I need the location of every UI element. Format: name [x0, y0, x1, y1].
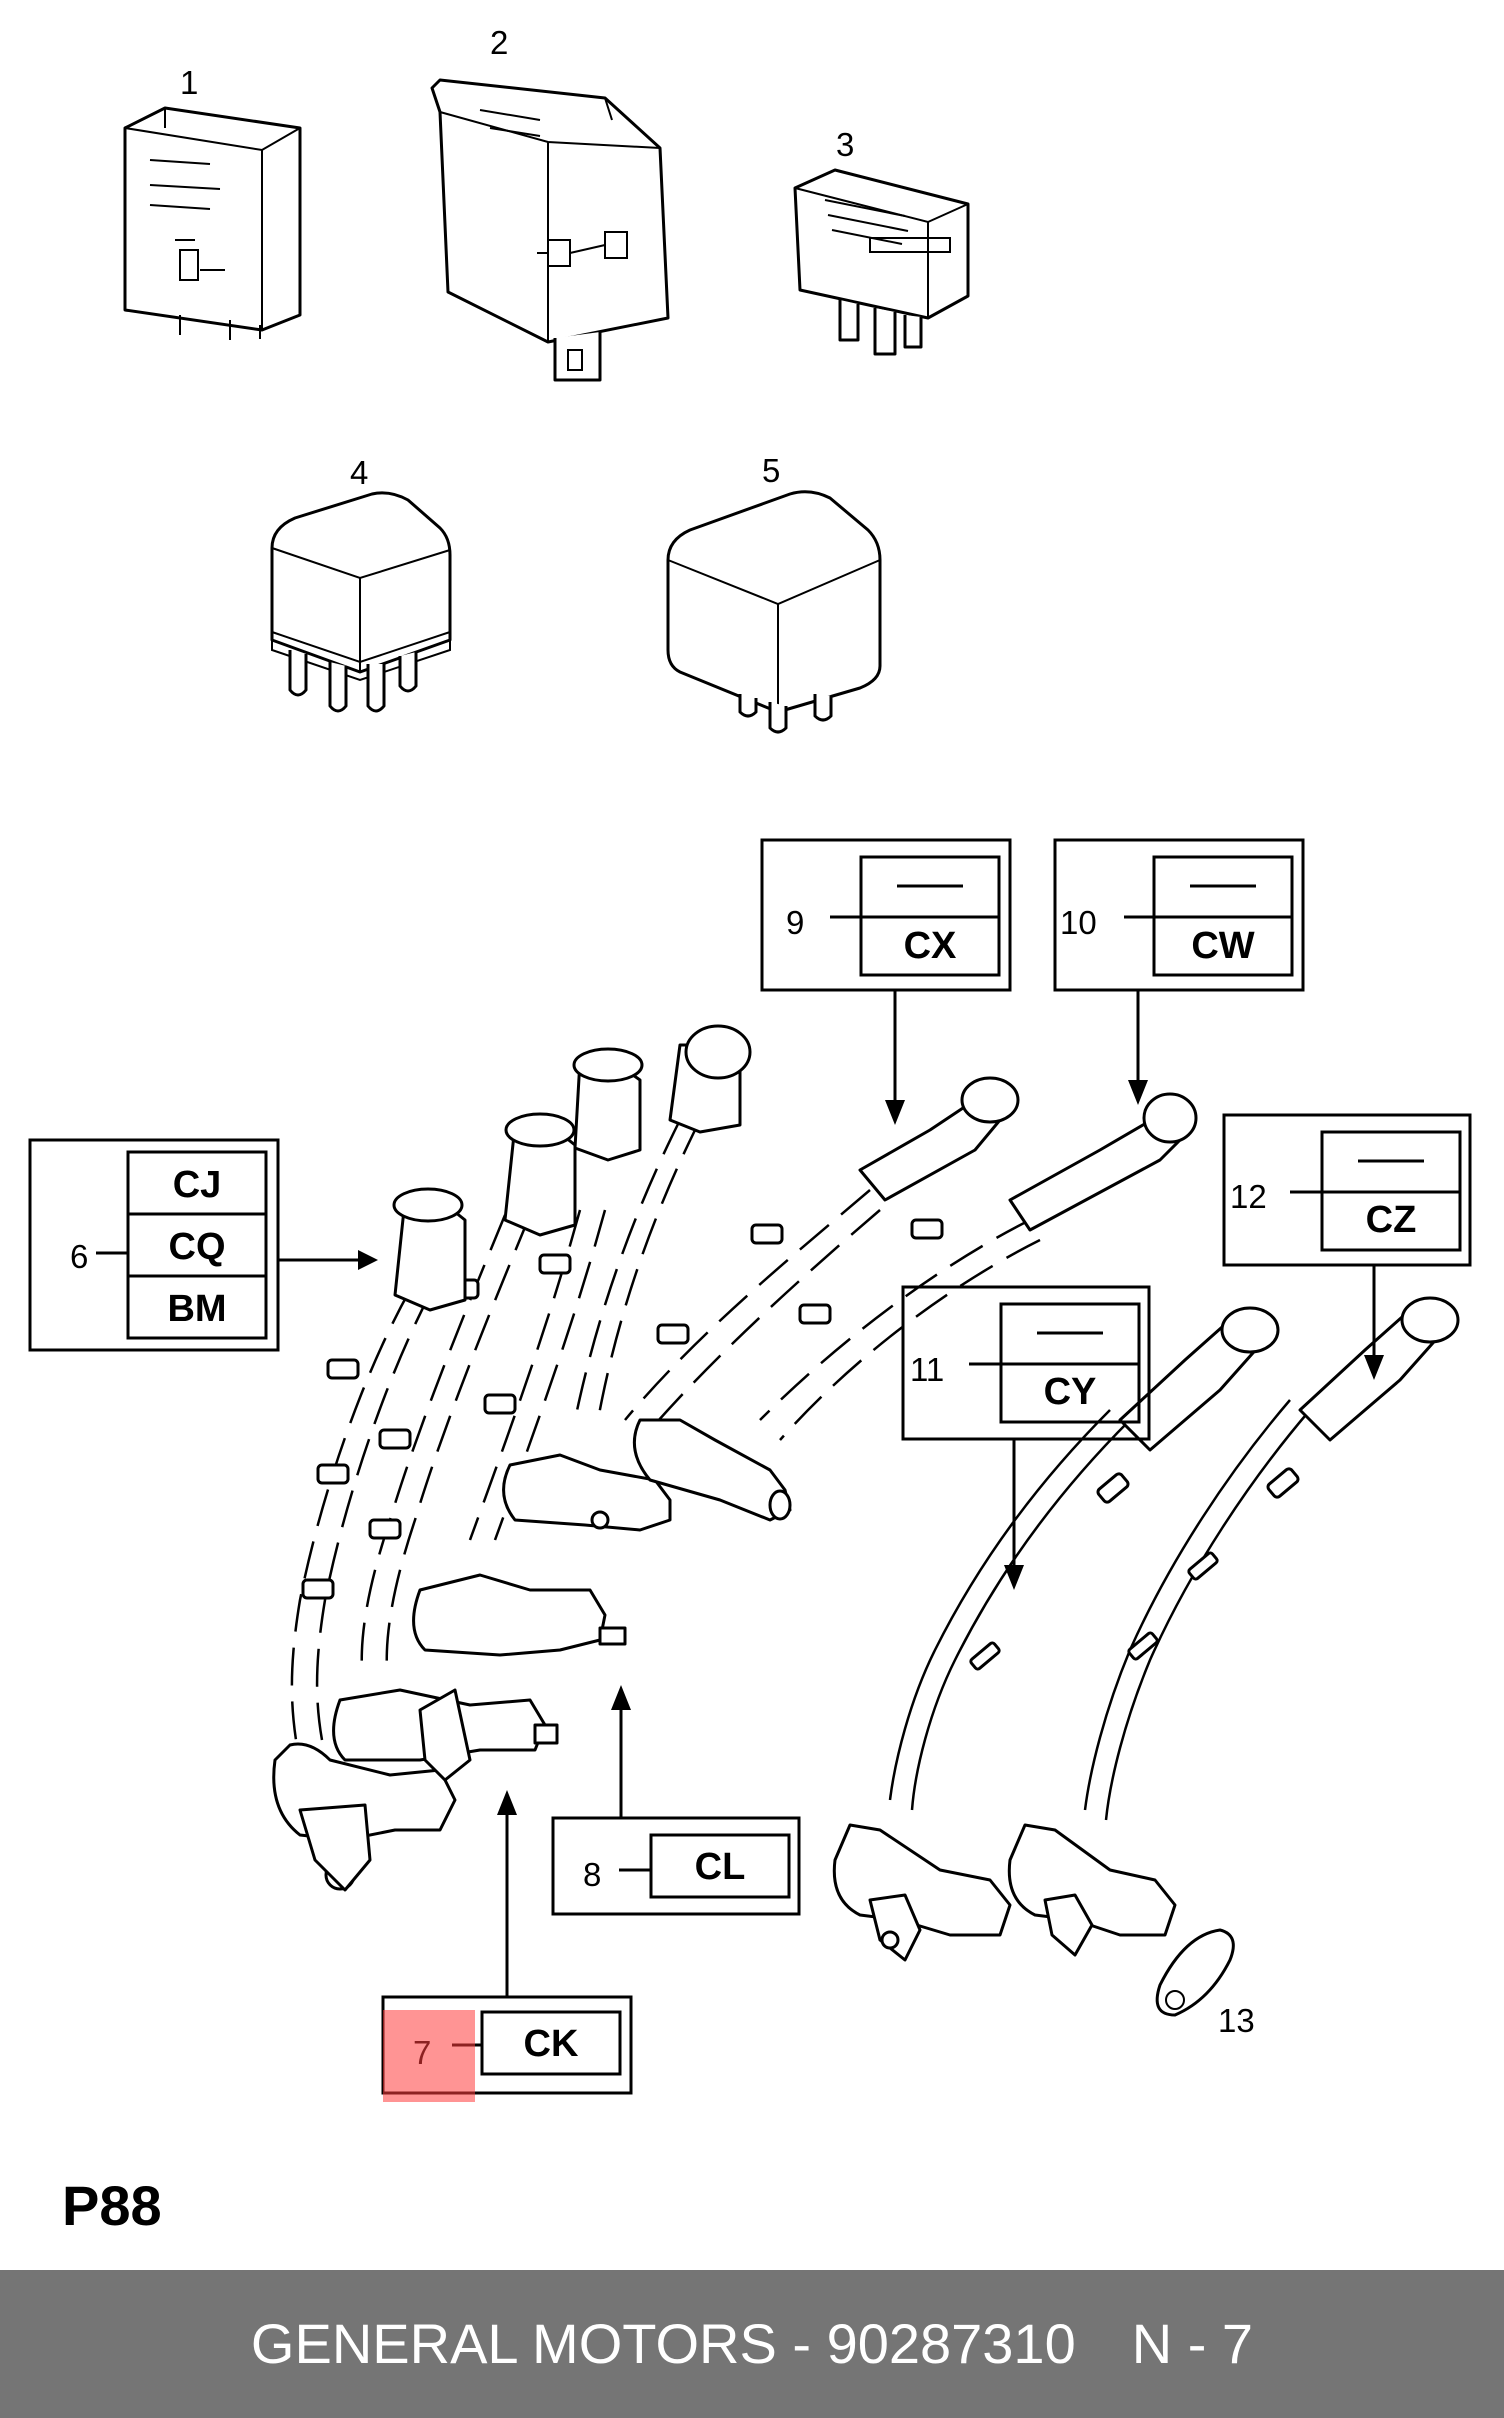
callout-7-code: CK [524, 2023, 579, 2065]
footer-page: N - 7 [1131, 2312, 1254, 2375]
footer-bar: GENERAL MOTORS - 90287310 N - 7 [0, 2270, 1504, 2418]
callout-6: CJ CQ BM [28, 1138, 378, 1352]
callout-6-code-2: CQ [169, 1226, 226, 1268]
callout-8-code: CL [695, 1846, 746, 1888]
label-13: 13 [1218, 2002, 1255, 2039]
selected-part-highlight [383, 2010, 475, 2102]
callout-11-code: CY [1044, 1371, 1097, 1413]
relay-5 [666, 490, 882, 734]
label-2: 2 [490, 24, 508, 61]
label-8: 8 [583, 1856, 601, 1893]
callout-11: CY [901, 1285, 1151, 1590]
callout-6-code-1: CJ [173, 1164, 222, 1206]
label-1: 1 [180, 64, 198, 101]
sensor-cable-group-right [832, 1296, 1460, 2017]
label-5: 5 [762, 452, 780, 489]
callout-9-code: CX [904, 925, 957, 967]
label-9: 9 [786, 904, 804, 941]
relay-2 [430, 78, 670, 382]
label-3: 3 [836, 126, 854, 163]
parts-diagram: 1 2 3 4 5 [28, 24, 1472, 2095]
footer-separator: - [776, 2312, 827, 2375]
label-4: 4 [350, 454, 368, 491]
callout-12: CZ [1222, 1113, 1472, 1380]
relay-4 [270, 491, 452, 713]
footer-part-number: 90287310 [826, 2312, 1076, 2375]
label-11: 11 [910, 1351, 944, 1388]
relay-3 [793, 168, 970, 356]
relay-1 [123, 106, 302, 340]
callout-8: CL [551, 1685, 801, 1916]
sensor-cable-group [272, 1024, 1198, 1892]
callout-6-code-3: BM [167, 1288, 226, 1330]
label-6: 6 [70, 1238, 88, 1275]
label-12: 12 [1230, 1178, 1267, 1215]
footer-brand: GENERAL MOTORS [250, 2312, 777, 2375]
page-reference: P88 [62, 2174, 162, 2237]
callout-10-code: CW [1191, 925, 1254, 967]
callout-12-code: CZ [1366, 1199, 1417, 1241]
label-10: 10 [1060, 904, 1097, 941]
callout-10: CW [1053, 838, 1305, 1105]
callout-7: CK [381, 1790, 633, 2095]
callout-9: CX [760, 838, 1012, 1125]
